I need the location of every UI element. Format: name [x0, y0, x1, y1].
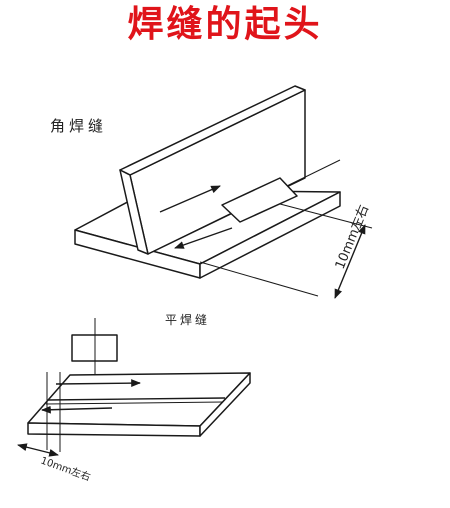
dim-line-fillet	[334, 224, 366, 299]
dim-extension-1	[199, 261, 319, 297]
dim-label-flat: 10mm左右	[39, 454, 93, 484]
dim-line-flat	[17, 443, 59, 457]
plate-side	[199, 372, 251, 437]
travel-arrow-lower	[174, 227, 233, 249]
fillet-weld-figure: 10mm左右	[74, 85, 373, 299]
travel-arrow-forward	[55, 379, 141, 388]
travel-arrow-back	[41, 405, 113, 414]
butt-seam	[47, 397, 226, 401]
flat-weld-label: 平焊缝	[165, 312, 210, 327]
base-plate-side	[199, 191, 341, 279]
flat-weld-figure: 10mm左右	[17, 318, 251, 484]
electrode-box	[221, 177, 298, 223]
plate-front	[27, 422, 201, 437]
dim-extension-2	[279, 203, 373, 229]
dim-label-fillet: 10mm左右	[333, 203, 372, 272]
travel-arrow-upper	[159, 185, 221, 213]
fillet-weld-label: 角焊缝	[50, 117, 107, 135]
butt-seam-edge	[45, 401, 224, 405]
page-title: 焊缝的起头	[127, 4, 323, 45]
